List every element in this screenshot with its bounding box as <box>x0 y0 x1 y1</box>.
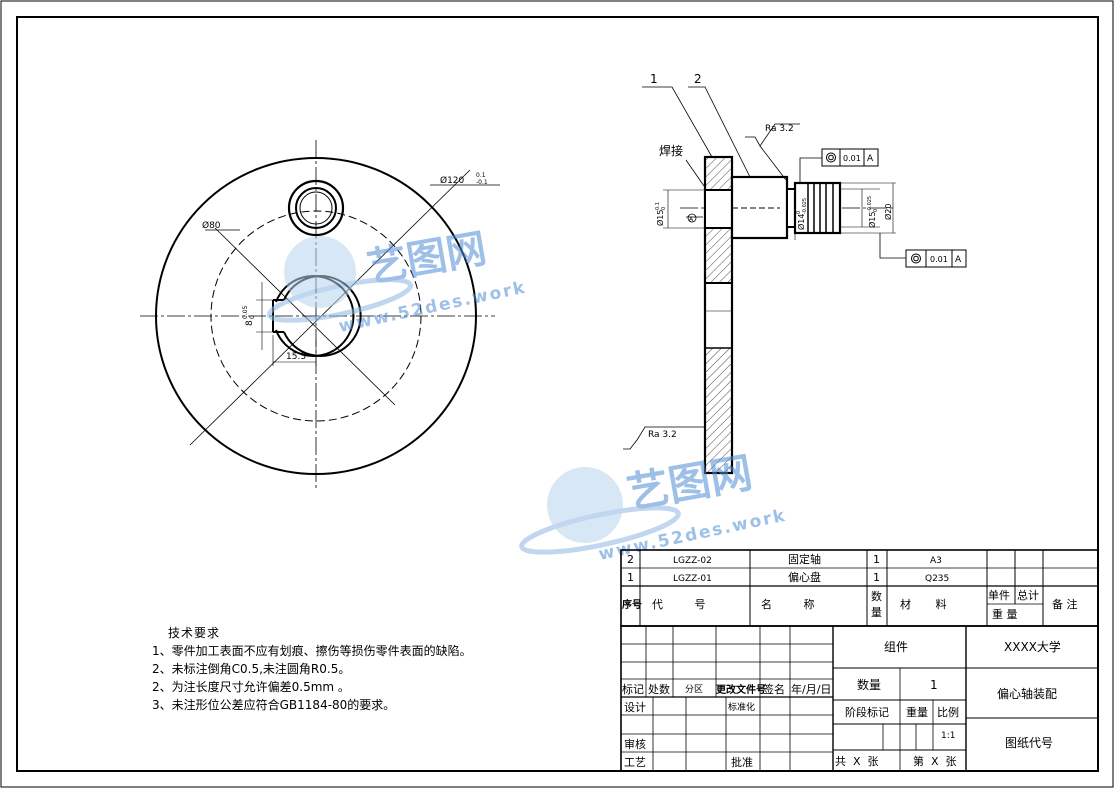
tech-req-item: 3、未注形位公差应符合GB1184-80的要求。 <box>152 698 396 712</box>
tb-scale-value: 1:1 <box>941 731 955 741</box>
tb-sheet-total: 共 X 张 <box>835 755 879 768</box>
tb-zone: 分区 <box>685 684 703 695</box>
weld-label: 焊接 <box>659 143 683 158</box>
title-block-text: 标记 处数 分区 更改文件号 签名 年/月/日 设计 标准化 审核 工艺 批准 … <box>622 639 1061 769</box>
bom-row-code: LGZZ-02 <box>673 556 712 566</box>
dim-key-depth: 15.3 <box>286 352 306 362</box>
bom-row-material: Q235 <box>925 574 949 584</box>
bom-row-qty: 1 <box>873 553 880 566</box>
tb-check: 审核 <box>624 737 646 751</box>
tb-mark: 标记 <box>622 682 644 696</box>
svg-text:-0.1: -0.1 <box>476 179 488 186</box>
watermark-lower: 艺图网 www.52des.work <box>519 448 788 565</box>
svg-text:艺图网: 艺图网 <box>364 226 490 292</box>
bom-text: 2 LGZZ-02 固定轴 1 A3 1 LGZZ-01 偏心盘 1 Q235 … <box>622 552 1078 621</box>
bom-row-no: 2 <box>627 553 634 566</box>
bom-row-name: 固定轴 <box>788 552 821 566</box>
svg-text:A: A <box>955 255 962 265</box>
bom-header-weight: 重 量 <box>992 607 1018 621</box>
tb-scale-label: 比例 <box>937 705 959 719</box>
bom-row-code: LGZZ-01 <box>673 574 712 584</box>
bom-row-no: 1 <box>627 571 634 584</box>
tb-drawing-name: 偏心轴装配 <box>997 686 1057 701</box>
svg-text:-0.025: -0.025 <box>802 198 808 214</box>
tb-count: 处数 <box>648 683 670 696</box>
bom-row-material: A3 <box>930 556 942 566</box>
tb-stage: 阶段标记 <box>845 705 889 719</box>
roughness-bottom: Ra 3.2 <box>648 430 677 440</box>
tb-standard: 标准化 <box>728 701 755 713</box>
svg-text:0: 0 <box>873 209 879 212</box>
balloon-part-2: 2 <box>694 72 702 86</box>
tech-req-title: 技术要求 <box>168 626 221 640</box>
datum-label: A <box>689 216 694 223</box>
bom-header-qty: 数 <box>871 590 882 603</box>
bom-row-qty: 1 <box>873 571 880 584</box>
dim-shaft-15-right: Ø15 <box>867 212 877 228</box>
tech-req-item: 2、未标注倒角C0.5,未注圆角R0.5。 <box>152 662 351 676</box>
svg-text:0.1: 0.1 <box>476 172 486 179</box>
tb-sign: 签名 <box>763 682 785 696</box>
svg-text:0.01: 0.01 <box>930 255 948 264</box>
balloon-part-1: 1 <box>650 72 658 86</box>
bom-header-qty2: 量 <box>871 606 882 619</box>
dim-key-width: 8 <box>245 320 255 326</box>
geometric-tolerance-top: 0.01 A <box>821 148 879 167</box>
tech-req-item: 1、零件加工表面不应有划痕、擦伤等损伤零件表面的缺陷。 <box>152 644 472 658</box>
tech-req-item: 2、为注长度尺寸允许偏差0.5mm 。 <box>152 680 350 694</box>
tb-quantity-label: 数量 <box>857 677 881 692</box>
svg-text:0.01: 0.01 <box>843 154 861 163</box>
dim-shaft-20: Ø20 <box>883 204 893 220</box>
tb-approve: 批准 <box>731 755 753 769</box>
bom-header-unit: 单件 <box>988 589 1010 602</box>
roughness-top: Ra 3.2 <box>765 124 794 134</box>
dim-bolt-circle: Ø80 <box>202 220 221 231</box>
svg-text:0.1: 0.1 <box>655 202 661 210</box>
tb-sheet-no: 第 X 张 <box>913 754 957 768</box>
bom-header-remark: 备 注 <box>1052 597 1078 611</box>
disc-front-view <box>140 140 500 490</box>
tb-group: 组件 <box>884 640 908 654</box>
svg-text:A: A <box>867 154 874 164</box>
tb-school: XXXX大学 <box>1004 639 1061 654</box>
geometric-tolerance-bottom: 0.01 A <box>905 249 967 268</box>
svg-text:-0.025: -0.025 <box>867 196 873 212</box>
tb-drawing-code: 图纸代号 <box>1005 736 1053 750</box>
title-block <box>620 625 1099 772</box>
svg-text:0: 0 <box>249 315 256 319</box>
tb-quantity-value: 1 <box>930 678 938 692</box>
bom-header-name: 名 称 <box>761 597 814 611</box>
tb-process: 工艺 <box>624 756 646 769</box>
svg-text:0: 0 <box>661 207 667 210</box>
svg-text:0.05: 0.05 <box>242 305 249 319</box>
tb-design: 设计 <box>624 701 646 714</box>
svg-text:艺图网: 艺图网 <box>623 448 756 518</box>
dim-outer-dia: Ø120 <box>440 175 465 186</box>
bom-header-no: 序号 <box>622 598 642 611</box>
bom-header-total: 总计 <box>1017 588 1039 602</box>
assembly-side-view <box>623 86 906 475</box>
bom-row-name: 偏心盘 <box>788 570 821 584</box>
bom-header-material: 材 料 <box>900 597 946 611</box>
tb-date: 年/月/日 <box>791 682 831 696</box>
tb-weight: 重量 <box>906 705 928 719</box>
svg-text:0: 0 <box>796 211 802 214</box>
technical-requirements: 技术要求 1、零件加工表面不应有划痕、擦伤等损伤零件表面的缺陷。 2、未标注倒角… <box>152 624 472 714</box>
assembly-annotations: 1 2 焊接 Ra 3.2 Ra 3.2 0.01 A 0.01 A A Ø15 <box>648 72 967 440</box>
tb-change-doc: 更改文件号 <box>716 683 766 696</box>
inner-border <box>16 16 1099 772</box>
bom-header-code: 代 号 <box>652 598 705 611</box>
disc-dimensions: Ø120 0.1 -0.1 Ø80 15.3 8 0.05 0 <box>202 172 488 362</box>
watermark-upper: 艺图网 www.52des.work <box>267 226 528 337</box>
dim-shaft-14: Ø14 <box>796 214 806 230</box>
dim-shaft-15-left: Ø15 <box>655 210 665 226</box>
